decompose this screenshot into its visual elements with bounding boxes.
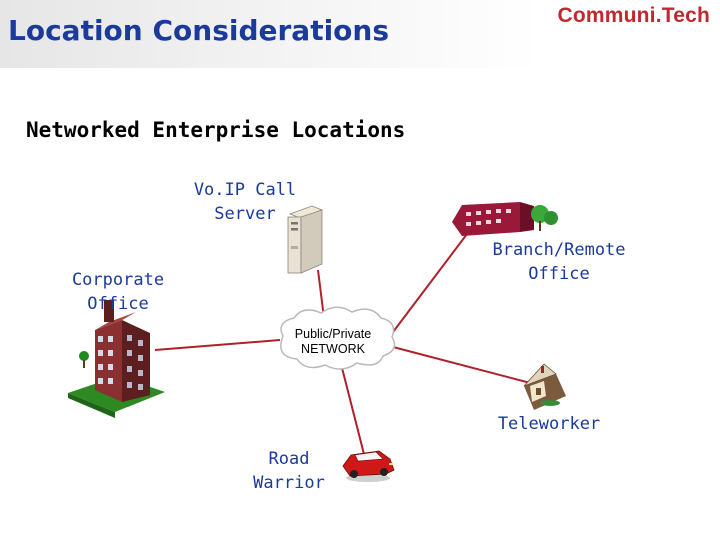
link-road-warrior — [339, 359, 367, 463]
branch-label-line1: Branch/Remote — [492, 240, 626, 260]
branch-label-line2: Office — [528, 264, 590, 284]
road-label-line2: Warrior — [253, 473, 325, 493]
voip-label-line1: Vo.IP Call — [193, 180, 297, 200]
teleworker-label: Teleworker — [486, 412, 612, 436]
link-teleworker — [392, 346, 539, 386]
header-band — [0, 0, 720, 68]
branch-office-icon — [452, 202, 558, 236]
branch-office-label: Branch/Remote Office — [474, 238, 644, 286]
link-corporate — [154, 339, 281, 351]
corporate-office-label: Corporate Office — [60, 268, 176, 316]
communitech-logo: Communi.Tech — [557, 4, 710, 27]
teleworker-label-line1: Teleworker — [497, 414, 601, 434]
network-cloud-label: Public/Private NETWORK — [278, 327, 388, 357]
corporate-building-icon — [68, 300, 165, 418]
road-warrior-label: Road Warrior — [244, 447, 334, 495]
house-icon — [523, 363, 566, 410]
slide-title: Location Considerations — [8, 14, 390, 47]
network-cloud-icon — [280, 306, 396, 370]
corporate-label-line1: Corporate — [71, 270, 165, 290]
link-branch — [389, 229, 471, 337]
voip-label-line2: Server — [214, 204, 276, 224]
car-icon — [342, 450, 395, 482]
road-label-line1: Road — [268, 449, 310, 469]
link-voip — [317, 269, 325, 319]
network-label-line2: NETWORK — [301, 342, 365, 356]
diagram-subtitle: Networked Enterprise Locations — [26, 118, 406, 142]
network-links — [154, 229, 539, 463]
corporate-label-line2: Office — [87, 294, 149, 314]
voip-server-label: Vo.IP Call Server — [190, 178, 300, 226]
network-label-line1: Public/Private — [294, 327, 372, 341]
server-icon — [287, 205, 324, 274]
